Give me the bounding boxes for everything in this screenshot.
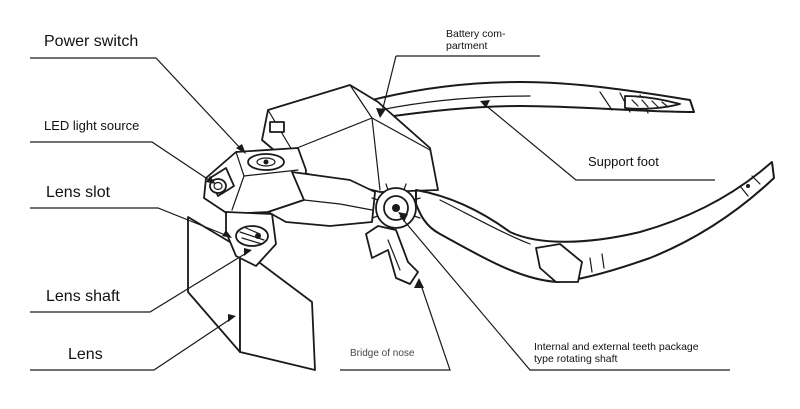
front-arm xyxy=(415,161,775,283)
front-bridge-arm xyxy=(267,171,376,227)
label-battery-compartment: Battery com- partment xyxy=(446,28,506,52)
arrowheads xyxy=(206,100,490,322)
lens-panels xyxy=(187,216,316,371)
label-power-switch: Power switch xyxy=(44,33,139,50)
label-bridge-of-nose: Bridge of nose xyxy=(350,348,415,359)
label-lens-shaft: Lens shaft xyxy=(46,288,120,305)
label-lens-slot: Lens slot xyxy=(46,184,111,201)
leader-lines xyxy=(30,55,730,371)
nose-bridge-pad xyxy=(365,225,419,285)
rear-arm xyxy=(371,81,695,119)
label-support-foot: Support foot xyxy=(588,154,659,169)
label-led-light-source: LED light source xyxy=(44,118,140,133)
label-lens: Lens xyxy=(68,346,103,363)
label-rotating-shaft: Internal and external teeth package type… xyxy=(534,341,699,365)
